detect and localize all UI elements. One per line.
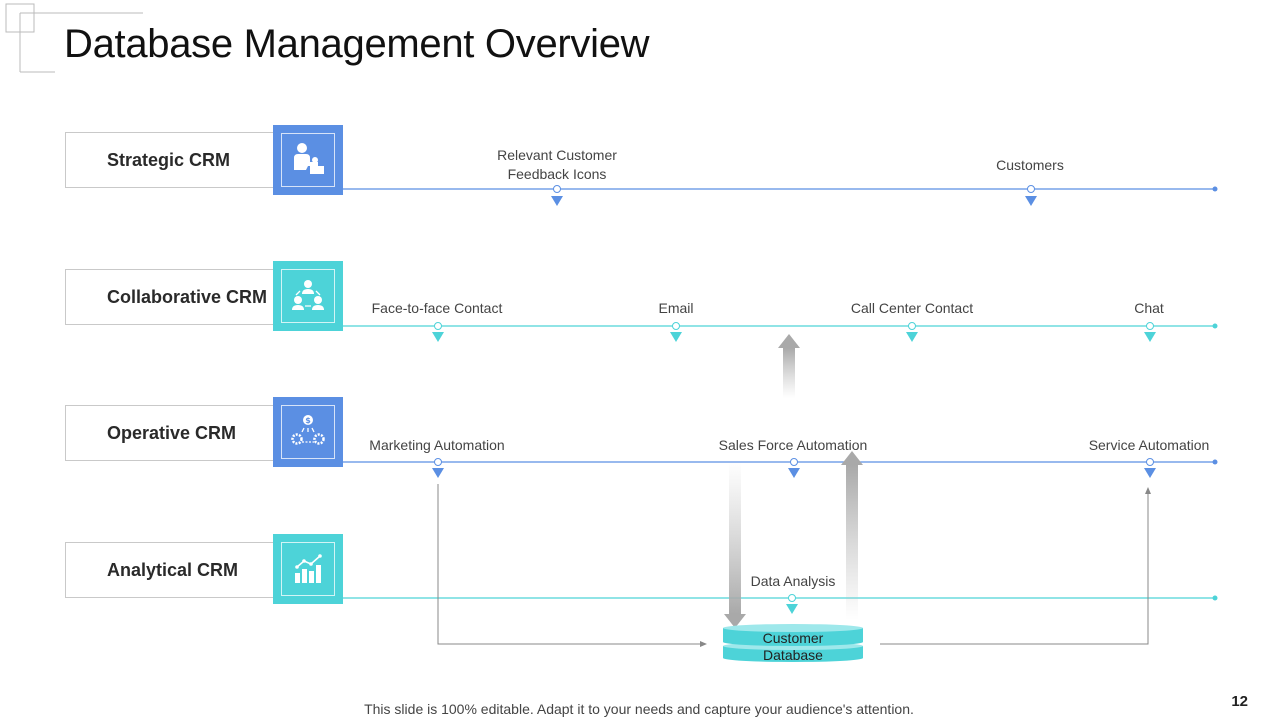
connector-marketing-to-database xyxy=(437,484,707,647)
page-number: 12 xyxy=(1231,693,1248,710)
operative-icon-tile: $ xyxy=(273,397,343,467)
person-desk-icon xyxy=(294,143,324,174)
page-title: Database Management Overview xyxy=(64,22,650,66)
team-network-icon xyxy=(292,280,324,310)
node-label: Sales Force Automation xyxy=(718,437,868,453)
node-marker xyxy=(1144,458,1156,478)
analytical-icon-tile xyxy=(273,534,343,604)
row-label-collaborative-crm: Collaborative CRM xyxy=(65,269,275,325)
node-marker xyxy=(786,594,798,614)
connector-database-to-service xyxy=(880,487,1151,645)
strategic-icon-tile xyxy=(273,125,343,195)
svg-text:$: $ xyxy=(305,416,311,425)
row-label-strategic-crm: Strategic CRM xyxy=(65,132,275,188)
flow-arrow-up-to-collaborative xyxy=(778,334,800,398)
node-label: Data Analysis xyxy=(750,573,836,589)
customer-database-cylinder xyxy=(723,624,863,662)
row-label-operative-crm: Operative CRM xyxy=(65,405,275,461)
node-label: Email xyxy=(658,300,694,316)
node-marker xyxy=(432,458,444,478)
node-label: Call Center Contact xyxy=(850,300,974,316)
money-gears-icon: $ xyxy=(291,415,325,445)
corner-decoration xyxy=(5,3,143,73)
flow-arrow-up-from-database xyxy=(841,451,863,620)
row-label-analytical-crm: Analytical CRM xyxy=(65,542,275,598)
node-label: Marketing Automation xyxy=(369,437,505,453)
node-label: Face-to-face Contact xyxy=(371,300,503,316)
node-label: Service Automation xyxy=(1088,437,1210,453)
flow-arrow-down-to-database xyxy=(724,462,746,628)
node-markers xyxy=(432,185,1156,614)
collaborative-icon-tile xyxy=(273,261,343,331)
bar-chart-trend-icon xyxy=(295,554,322,583)
node-marker xyxy=(670,322,682,342)
node-label: Chat xyxy=(1134,300,1164,316)
node-marker xyxy=(906,322,918,342)
node-marker xyxy=(788,458,800,478)
node-marker xyxy=(1025,185,1037,206)
node-marker xyxy=(432,322,444,342)
node-label: Customers xyxy=(996,157,1064,173)
node-marker xyxy=(551,185,563,206)
footer-note: This slide is 100% editable. Adapt it to… xyxy=(364,701,914,717)
node-marker xyxy=(1144,322,1156,342)
